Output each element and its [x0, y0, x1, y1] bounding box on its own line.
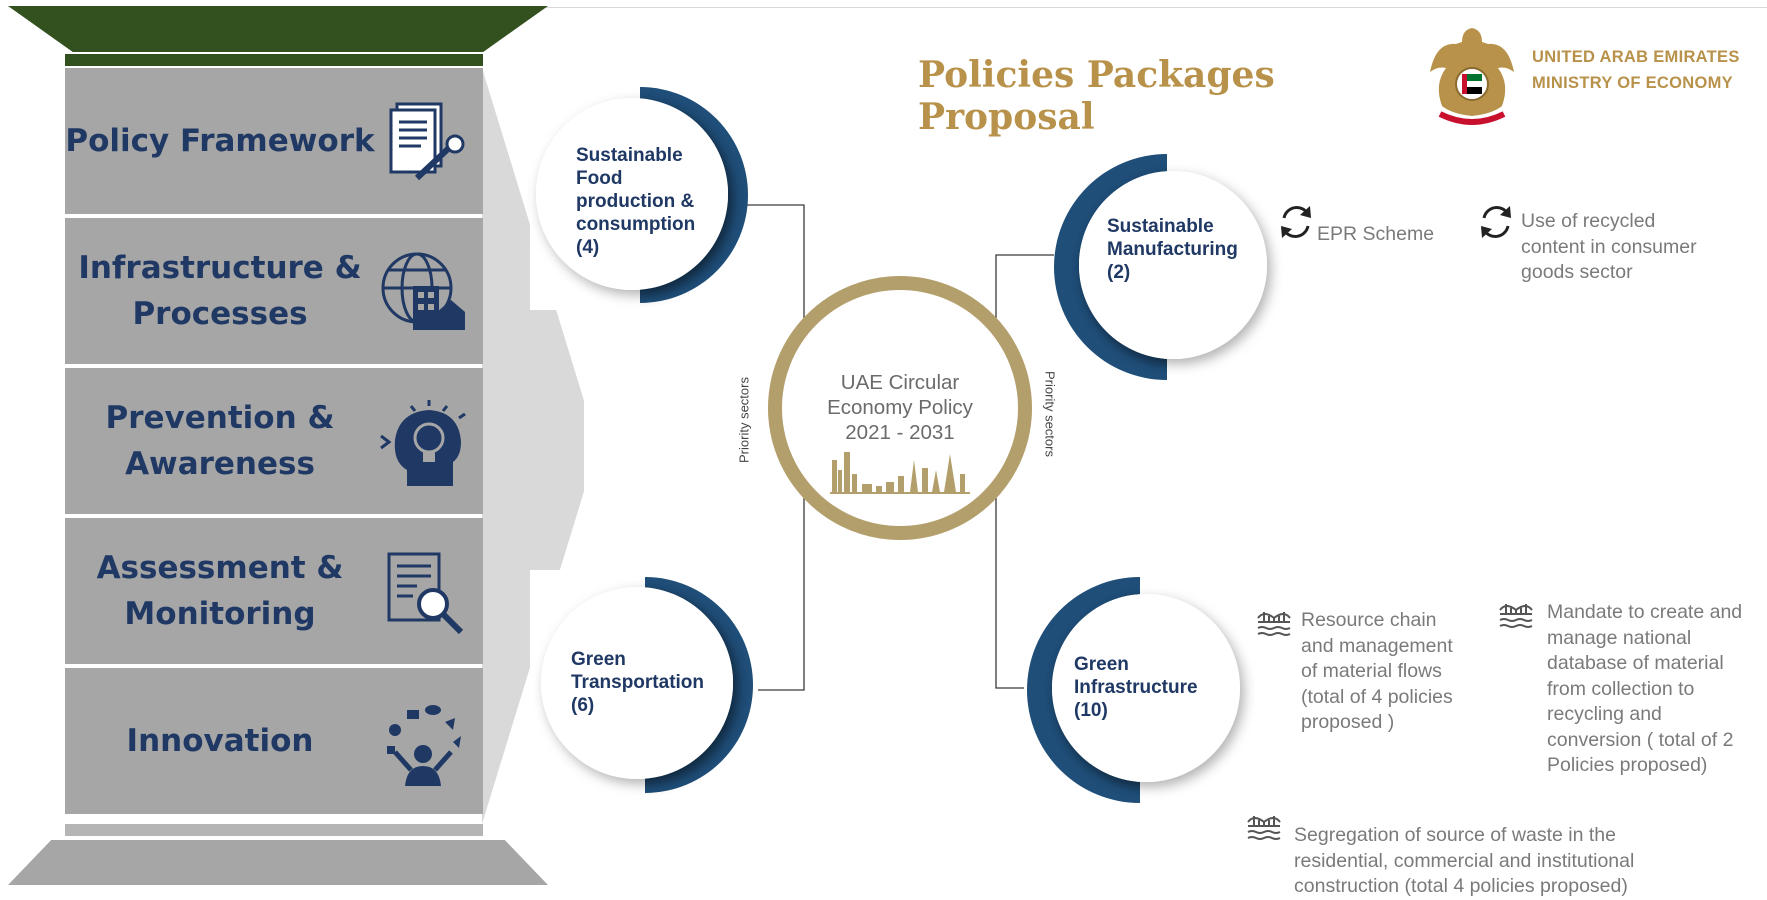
policy-line: content in consumer [1521, 235, 1697, 258]
document-magnifier-icon [387, 552, 464, 635]
ministry-line-2: MINISTRY OF ECONOMY [1532, 74, 1733, 92]
policy-line: EPR Scheme [1317, 223, 1435, 245]
policy-epr-scheme: EPR Scheme [1317, 222, 1434, 248]
skyline-icon [830, 452, 970, 494]
policy-resource-chain: Resource chain and management of materia… [1301, 608, 1453, 736]
policy-line: Use of recycled [1521, 210, 1656, 232]
page-title: Policies Packages Proposal [918, 54, 1275, 138]
sector-infrastructure-line: Green [1074, 654, 1129, 675]
policy-line: construction (total 4 policies proposed) [1294, 875, 1628, 897]
recycle-arrows-icon [1281, 206, 1311, 238]
pillar-policy-framework: Policy Framework [65, 68, 483, 214]
ministry-name: UNITED ARAB EMIRATES MINISTRY OF ECONOMY [1532, 44, 1767, 96]
sector-label-food: Sustainable Food production & consumptio… [576, 144, 695, 259]
priority-label-left: Priority sectors [736, 377, 752, 463]
policy-waste-segregation: Segregation of source of waste in the re… [1294, 823, 1634, 900]
policy-line: Policies proposed) [1547, 754, 1708, 776]
policy-line: and management [1301, 634, 1453, 657]
policy-line: proposed ) [1301, 711, 1395, 733]
pillar-base [8, 840, 548, 885]
sector-manufacturing-line: Manufacturing [1107, 239, 1238, 260]
sector-label-manufacturing: Sustainable Manufacturing (2) [1107, 215, 1238, 284]
policy-line: from collection to [1547, 677, 1695, 700]
pillar-label: Innovation [126, 723, 314, 759]
sector-food-line: Sustainable [576, 145, 683, 166]
pillar-assessment-monitoring: Assessment & Monitoring [65, 518, 483, 664]
head-lightbulb-icon [380, 400, 466, 486]
policy-document-icon [389, 102, 465, 181]
policy-line: (total of 4 policies [1301, 685, 1453, 708]
pillar-prevention-awareness: Prevention & Awareness [65, 368, 483, 514]
pillar-label: Infrastructure & Processes [78, 250, 362, 332]
pillar-label: Policy Framework [65, 123, 375, 159]
policy-line: database of material [1547, 652, 1724, 674]
sector-manufacturing-line: Sustainable [1107, 216, 1214, 237]
recycle-arrows-icon [1481, 206, 1511, 238]
policy-line: Resource chain [1301, 609, 1437, 631]
pillar-bottom-band [65, 824, 483, 836]
sector-label-transport: Green Transportation (6) [571, 648, 704, 717]
connector-food [744, 204, 805, 318]
sector-infrastructure-count: (10) [1074, 700, 1108, 721]
sector-food-count: (4) [576, 237, 600, 258]
center-line-1: UAE Circular [840, 371, 960, 394]
sector-infrastructure-line: Infrastructure [1074, 677, 1198, 698]
sector-label-infrastructure: Green Infrastructure (10) [1074, 653, 1198, 722]
center-ring [768, 276, 1032, 540]
policy-national-database: Mandate to create and manage national da… [1547, 600, 1742, 779]
ministry-line-1: UNITED ARAB EMIRATES [1532, 48, 1740, 66]
top-divider [530, 7, 1767, 8]
pillar-infrastructure-processes: Infrastructure & Processes [65, 218, 483, 364]
policy-line: Segregation of source of waste in the [1294, 824, 1616, 846]
center-hub-label: UAE Circular Economy Policy 2021 - 2031 [800, 370, 1000, 445]
connector-transport [758, 498, 805, 691]
connector-manufacturing [995, 254, 1054, 318]
pillar-top-cap [8, 6, 548, 52]
policy-line: residential, commercial and institutiona… [1294, 849, 1635, 872]
center-line-3: 2021 - 2031 [845, 421, 955, 444]
connector-infrastructure [995, 498, 1024, 689]
pillar-innovation: Innovation [65, 668, 483, 814]
pillar-top-band [65, 54, 483, 66]
priority-label-right: Priority sectors [1042, 371, 1058, 457]
policy-line: goods sector [1521, 261, 1633, 283]
sector-transport-count: (6) [571, 695, 595, 716]
globe-buildings-icon [381, 252, 465, 330]
bridge-icon [1257, 612, 1291, 636]
juggling-person-icon [387, 705, 461, 786]
uae-emblem-icon [1430, 28, 1514, 125]
sector-food-line: Food [576, 168, 623, 189]
pillar-label: Assessment & Monitoring [96, 550, 344, 632]
center-line-2: Economy Policy [827, 396, 973, 419]
policy-line: of material flows [1301, 660, 1442, 682]
policy-line: manage national [1547, 626, 1692, 649]
sector-food-line: consumption [576, 214, 696, 235]
policy-line: Mandate to create and [1547, 601, 1743, 623]
sector-transport-line: Green [571, 649, 626, 670]
bridge-icon [1499, 604, 1533, 628]
pillar-label: Prevention & Awareness [105, 400, 335, 482]
bridge-icon [1247, 816, 1281, 840]
policy-line: recycling and [1547, 703, 1662, 725]
policy-recycled-content: Use of recycled content in consumer good… [1521, 209, 1697, 286]
sector-manufacturing-count: (2) [1107, 262, 1131, 283]
sector-food-line: production & [576, 191, 695, 212]
sector-transport-line: Transportation [571, 672, 705, 693]
policy-line: conversion ( total of 2 [1547, 728, 1734, 751]
